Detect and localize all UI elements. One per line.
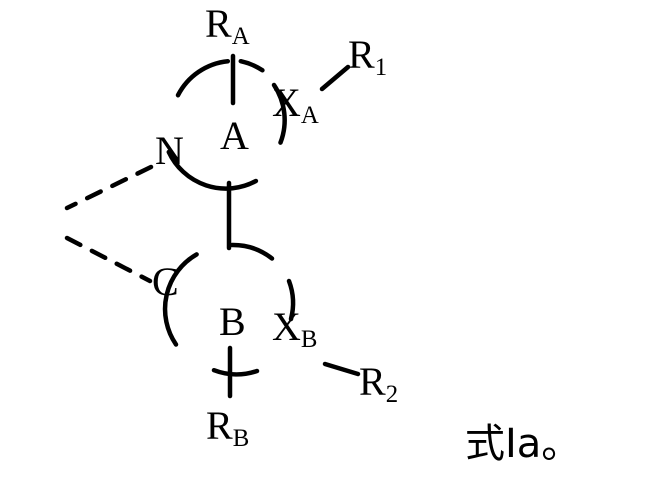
label-r1: R1 — [348, 32, 388, 82]
label-xa: XA — [272, 80, 319, 130]
dashed-bridge — [64, 164, 154, 284]
label-n: N — [155, 128, 184, 173]
label-c: C — [152, 259, 179, 304]
figure-caption: 式Ia。 — [465, 421, 582, 467]
ring-a-circle — [166, 58, 287, 191]
label-r2: R2 — [359, 359, 399, 409]
ring-b-circle — [162, 242, 296, 377]
label-ra: RA — [205, 1, 250, 51]
label-ring-b-center: B — [219, 299, 246, 344]
label-xb: XB — [272, 304, 318, 354]
label-ring-a-center: A — [220, 113, 249, 158]
bond-xa-r1 — [319, 64, 351, 92]
label-rb: RB — [206, 403, 250, 453]
bond-xb-r2 — [322, 361, 361, 377]
